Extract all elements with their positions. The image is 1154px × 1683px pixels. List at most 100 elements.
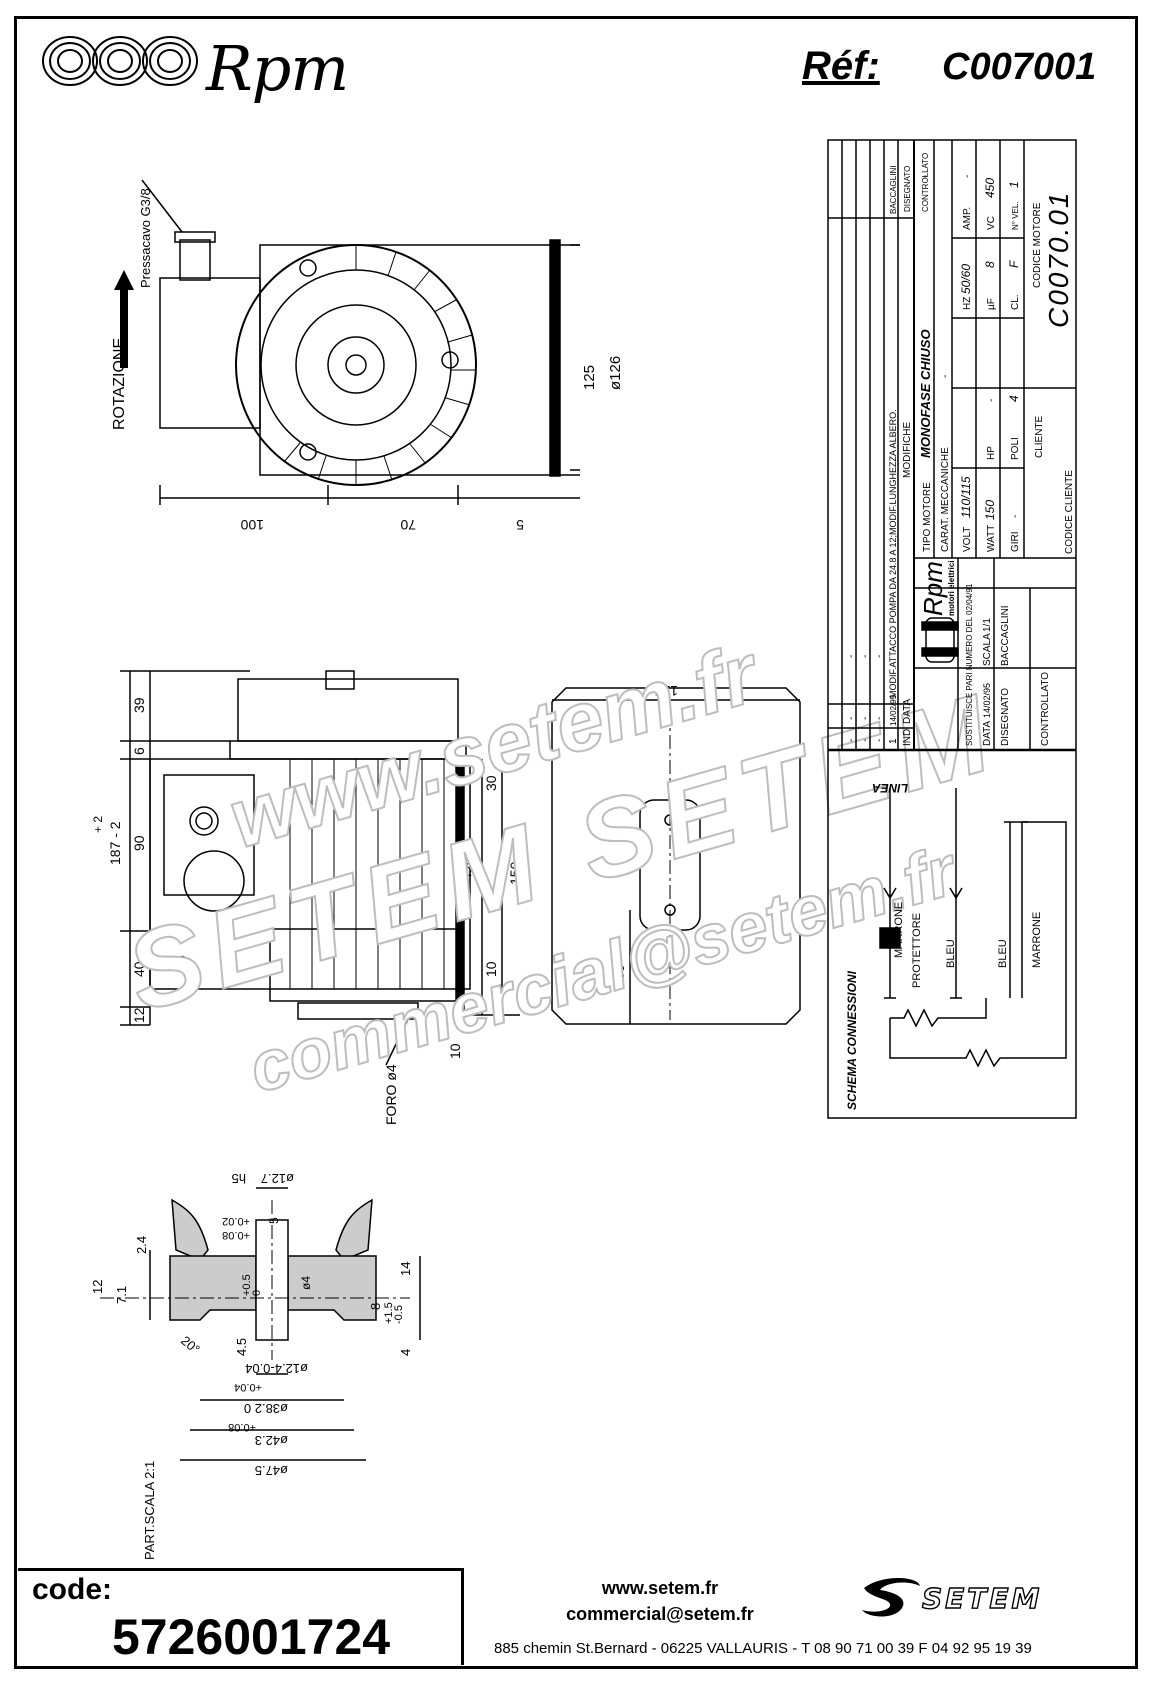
- detail-12: 12: [90, 1280, 105, 1294]
- setem-logo: SETEM: [921, 1581, 1043, 1615]
- disegnato-val: BACCAGLINI: [1000, 605, 1011, 666]
- amp-label: AMP.: [962, 207, 973, 230]
- wiring-linea: LINEA: [872, 781, 908, 795]
- cl-val: F: [1007, 260, 1021, 268]
- dim-90: 90: [131, 835, 147, 851]
- title-block-text: IND DATA MODIFICHE DISEGNATO CONTROLLATO…: [826, 138, 1078, 1120]
- dim-6: 6: [131, 747, 147, 755]
- cable-gland-label: Pressacavo G3/8: [138, 188, 153, 288]
- hz-val: 50/60: [959, 264, 973, 294]
- giri-label: GIRI: [1010, 531, 1021, 552]
- ref-label: Réf:: [802, 44, 880, 88]
- dim-12: 12: [131, 1007, 147, 1023]
- nvel-val: 1: [1007, 181, 1021, 188]
- amp-val: -: [962, 175, 973, 178]
- wire-bleu-1: BLEU: [945, 939, 957, 968]
- code-value: 5726001724: [112, 1609, 391, 1665]
- footer-address: 885 chemin St.Bernard - 06225 VALLAURIS …: [494, 1640, 1032, 1657]
- detail-tolm05: -0.5: [393, 1305, 405, 1324]
- hz-label: HZ: [962, 297, 973, 310]
- detail-d127: ø12.7: [261, 1171, 294, 1186]
- vc-label: VC: [986, 216, 997, 230]
- dim-70: 70: [400, 517, 416, 533]
- rpm-logo-coils: [42, 36, 198, 86]
- cliente-label: CLIENTE: [1034, 415, 1045, 458]
- dim-5b: 5: [173, 955, 189, 963]
- brand-name: Rpm: [206, 32, 349, 105]
- back-view-drawing: 125 60: [551, 683, 801, 1025]
- cl-label: CL.: [1010, 294, 1021, 310]
- dim-100: 100: [240, 517, 264, 533]
- uf-val: 8: [983, 261, 997, 268]
- dim-126: ø126: [607, 356, 624, 390]
- detail-24: 2.4: [134, 1236, 149, 1254]
- dim-125-back: 125: [654, 683, 678, 699]
- poli-val: 4: [1007, 395, 1021, 402]
- watt-label: WATT: [986, 525, 997, 552]
- side-view-labels: 39 6 90 40 12 5 187 - 2 + 2 30 50 150 10…: [91, 697, 523, 1125]
- head-controllato: CONTROLLATO: [921, 153, 930, 212]
- wire-protettore: PROTETTORE: [911, 913, 923, 988]
- sheet-frame: [14, 16, 1138, 1669]
- head-data: DATA: [902, 698, 913, 724]
- detail-drawing: [100, 1187, 421, 1461]
- watt-val: 150: [983, 500, 997, 520]
- detail-71: 7.1: [114, 1286, 129, 1304]
- wire-bleu-2: BLEU: [997, 939, 1009, 968]
- dim-125: 125: [581, 365, 598, 390]
- mod1-dis: BACCAGLINI: [889, 166, 898, 214]
- rotation-label: ROTAZIONE: [111, 338, 128, 430]
- poli-label: POLI: [1010, 437, 1021, 460]
- tb-company-sub: motori elettrici: [947, 560, 956, 616]
- detail-scale: PART.SCALA 2:1: [142, 1461, 157, 1560]
- detail-d423: ø42.3: [255, 1433, 288, 1448]
- dim-5: 5: [516, 517, 524, 533]
- detail-d4: ø4: [299, 1276, 313, 1290]
- controllato-label: CONTROLLATO: [1040, 672, 1051, 746]
- carat-label: CARAT. MECCANICHE: [940, 447, 951, 552]
- data-val: 14/02/95: [982, 683, 992, 718]
- carat-val: -: [940, 375, 951, 378]
- detail-tol15: +1.5: [383, 1302, 395, 1324]
- detail-14: 14: [398, 1262, 413, 1276]
- code-label: code:: [32, 1573, 113, 1606]
- mod3-ind: -: [860, 739, 871, 742]
- dim-187-tol: + 2: [91, 816, 105, 833]
- volt-label: VOLT: [962, 527, 973, 552]
- footer-email[interactable]: commercial@setem.fr: [566, 1604, 754, 1624]
- tipo-motore: MONOFASE CHIUSO: [918, 329, 933, 458]
- footer-web[interactable]: www.setem.fr: [601, 1578, 719, 1598]
- dim-50: 50: [463, 861, 479, 877]
- wire-marrone-2: MARRONE: [1031, 912, 1043, 968]
- scala-label: SCALA: [982, 633, 993, 666]
- wire-marrone-1: MARRONE: [893, 902, 905, 958]
- vc-val: 450: [983, 178, 997, 198]
- ref-value: C007001: [942, 46, 1097, 88]
- sostituisce: SOSTITUISCE PARI NUMERO DEL 02/04/91: [965, 583, 974, 746]
- mod2-date: -: [874, 717, 885, 720]
- dim-60: 60: [611, 964, 627, 980]
- detail-tol1: +0.08: [222, 1229, 250, 1241]
- detail-tol04: +0.04: [234, 1381, 262, 1393]
- title-block: [827, 139, 1077, 1119]
- wiring-title: SCHEMA CONNESSIONI: [845, 970, 859, 1110]
- mod1-date: 14/02/95: [889, 694, 898, 726]
- detail-labels: PART.SCALA 2:1 ø12.7 h5 +0.08 +0.02 5 2.…: [90, 1171, 413, 1560]
- data-label: DATA: [982, 720, 993, 746]
- detail-tol05: +0.5: [241, 1274, 253, 1296]
- detail-d382: ø38.2 0: [244, 1401, 288, 1416]
- mod1-text: MODIF.ATTACCO POMPA DA 24.8 A 12;MODIF.L…: [888, 409, 898, 698]
- mod2-text: -: [874, 655, 885, 658]
- head-disegnato: DISEGNATO: [903, 166, 912, 212]
- giri-val: -: [1010, 515, 1021, 518]
- dim-10: 10: [483, 961, 499, 977]
- detail-5: 5: [267, 1217, 281, 1224]
- disegnato-label: DISEGNATO: [1000, 688, 1011, 746]
- hp-label: HP: [986, 446, 997, 460]
- top-view-labels: Pressacavo G3/8 ROTAZIONE 100 70 5 125 ø…: [111, 188, 624, 533]
- dim-150: 150: [507, 861, 523, 885]
- detail-d124: ø12.4-0.04: [245, 1361, 308, 1376]
- setem-swoosh-icon: [862, 1578, 920, 1617]
- controllato-val: -: [920, 175, 931, 178]
- detail-45: 4.5: [234, 1338, 249, 1356]
